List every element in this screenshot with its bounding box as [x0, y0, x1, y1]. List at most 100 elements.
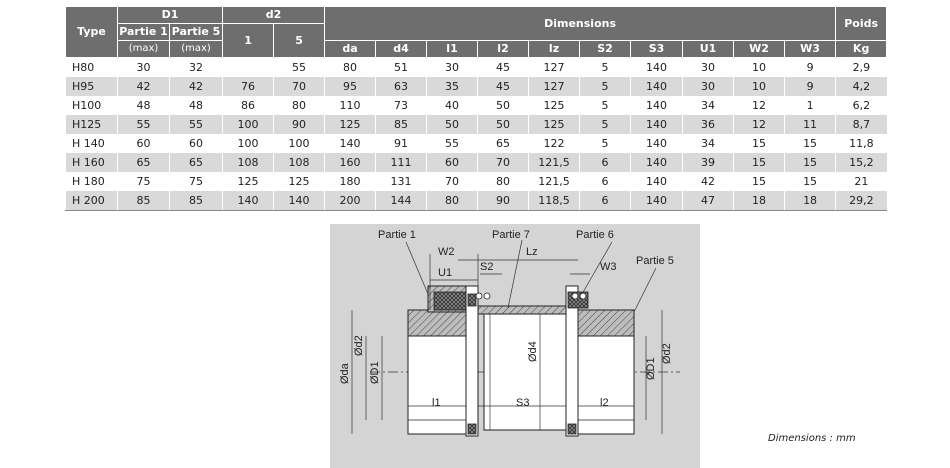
table-cell: 65: [168, 153, 223, 172]
flange-left: [427, 285, 491, 437]
header-partie-5-max: (max): [168, 40, 224, 58]
table-cell: 50: [477, 96, 529, 115]
table-cell: 15: [733, 153, 785, 172]
table-cell: 75: [168, 172, 223, 191]
table-cell: 34: [682, 134, 734, 153]
table-cell: 65: [477, 134, 529, 153]
header-partie-5: Partie 5: [168, 23, 224, 41]
table-cell: 40: [426, 96, 478, 115]
table-cell: 70: [273, 77, 325, 96]
table-cell: 30: [426, 57, 478, 77]
table-cell: 140: [630, 96, 683, 115]
table-cell: 60: [426, 153, 478, 172]
table-cell: 55: [273, 57, 325, 77]
row-type-cell: H 180: [65, 172, 118, 191]
table-cell: 85: [375, 115, 427, 134]
table-cell: 125: [273, 172, 325, 191]
table-cell: 34: [682, 96, 734, 115]
table-cell: 18: [733, 191, 785, 211]
table-cell: 15: [784, 134, 836, 153]
header-dim-d4: d4: [375, 40, 428, 58]
label-w2: W2: [438, 246, 455, 258]
table-cell: 125: [528, 96, 580, 115]
table-cell: 42: [682, 172, 734, 191]
table-cell: 100: [273, 134, 325, 153]
table-cell: 45: [477, 57, 529, 77]
label-s2: S2: [480, 261, 493, 273]
table-cell: 47: [682, 191, 734, 211]
label-od4: Ød4: [527, 341, 539, 362]
table-cell: 91: [375, 134, 427, 153]
spacer-partie-7: [477, 305, 579, 431]
row-type-cell: H 160: [65, 153, 118, 172]
header-partie-1: Partie 1: [117, 23, 170, 41]
table-cell: 11,8: [835, 134, 887, 153]
label-l1: l1: [432, 397, 441, 409]
table-cell: 63: [375, 77, 427, 96]
table-cell: 2,9: [835, 57, 887, 77]
header-dim-w3: W3: [784, 40, 837, 58]
table-cell: 121,5: [528, 172, 580, 191]
specifications-table-container: Type D1 d2 Dimensions Poids Partie 1 Par…: [65, 6, 888, 211]
table-cell: 90: [273, 115, 325, 134]
coupling-technical-drawing: Partie 1 Partie 7 Partie 6 Partie 5 W2 L…: [330, 224, 700, 468]
table-cell: 15: [784, 153, 836, 172]
label-u1: U1: [438, 267, 452, 279]
header-d2-5: 5: [273, 23, 326, 58]
table-cell: 140: [630, 172, 683, 191]
table-cell: 32: [168, 57, 223, 77]
table-cell: 127: [528, 77, 580, 96]
table-cell: 55: [426, 134, 478, 153]
table-cell: 125: [324, 115, 376, 134]
table-cell: 30: [117, 57, 170, 77]
table-cell: 70: [426, 172, 478, 191]
units-note: Dimensions : mm: [768, 433, 856, 444]
table-cell: 108: [222, 153, 274, 172]
table-cell: 131: [375, 172, 427, 191]
specifications-table: Type D1 d2 Dimensions Poids Partie 1 Par…: [65, 6, 888, 211]
table-cell: 42: [168, 77, 223, 96]
table-cell: 5: [579, 57, 631, 77]
row-type-cell: H100: [65, 96, 118, 115]
table-cell: 127: [528, 57, 580, 77]
table-cell: 51: [375, 57, 427, 77]
table-cell: 90: [477, 191, 529, 211]
table-cell: 12: [733, 96, 785, 115]
table-cell: 35: [426, 77, 478, 96]
table-cell: 140: [630, 77, 683, 96]
table-cell: 140: [630, 191, 683, 211]
table-cell: 140: [273, 191, 325, 211]
table-cell: 125: [222, 172, 274, 191]
header-partie-1-max: (max): [117, 40, 170, 58]
table-cell: 95: [324, 77, 376, 96]
table-cell: 15: [784, 172, 836, 191]
header-dim-da: da: [324, 40, 377, 58]
label-od2-left: Ød2: [353, 335, 365, 356]
table-cell: 55: [168, 115, 223, 134]
label-od1-right: ØD1: [645, 357, 657, 380]
table-cell: 50: [477, 115, 529, 134]
label-lz: Lz: [526, 246, 538, 258]
table-cell: 15: [733, 134, 785, 153]
table-cell: 100: [222, 134, 274, 153]
table-cell: 60: [168, 134, 223, 153]
header-d2: d2: [222, 6, 326, 24]
table-cell: 140: [324, 134, 376, 153]
label-od1-left: ØD1: [369, 361, 381, 384]
table-cell: 29,2: [835, 191, 887, 211]
table-cell: 80: [324, 57, 376, 77]
table-cell: 6: [579, 191, 631, 211]
header-dim-w2: W2: [733, 40, 786, 58]
table-cell: 48: [168, 96, 223, 115]
header-dim-l2: l2: [477, 40, 530, 58]
table-cell: 118,5: [528, 191, 580, 211]
table-cell: 50: [426, 115, 478, 134]
table-cell: 10: [733, 77, 785, 96]
table-cell: 42: [117, 77, 170, 96]
table-cell: 55: [117, 115, 170, 134]
